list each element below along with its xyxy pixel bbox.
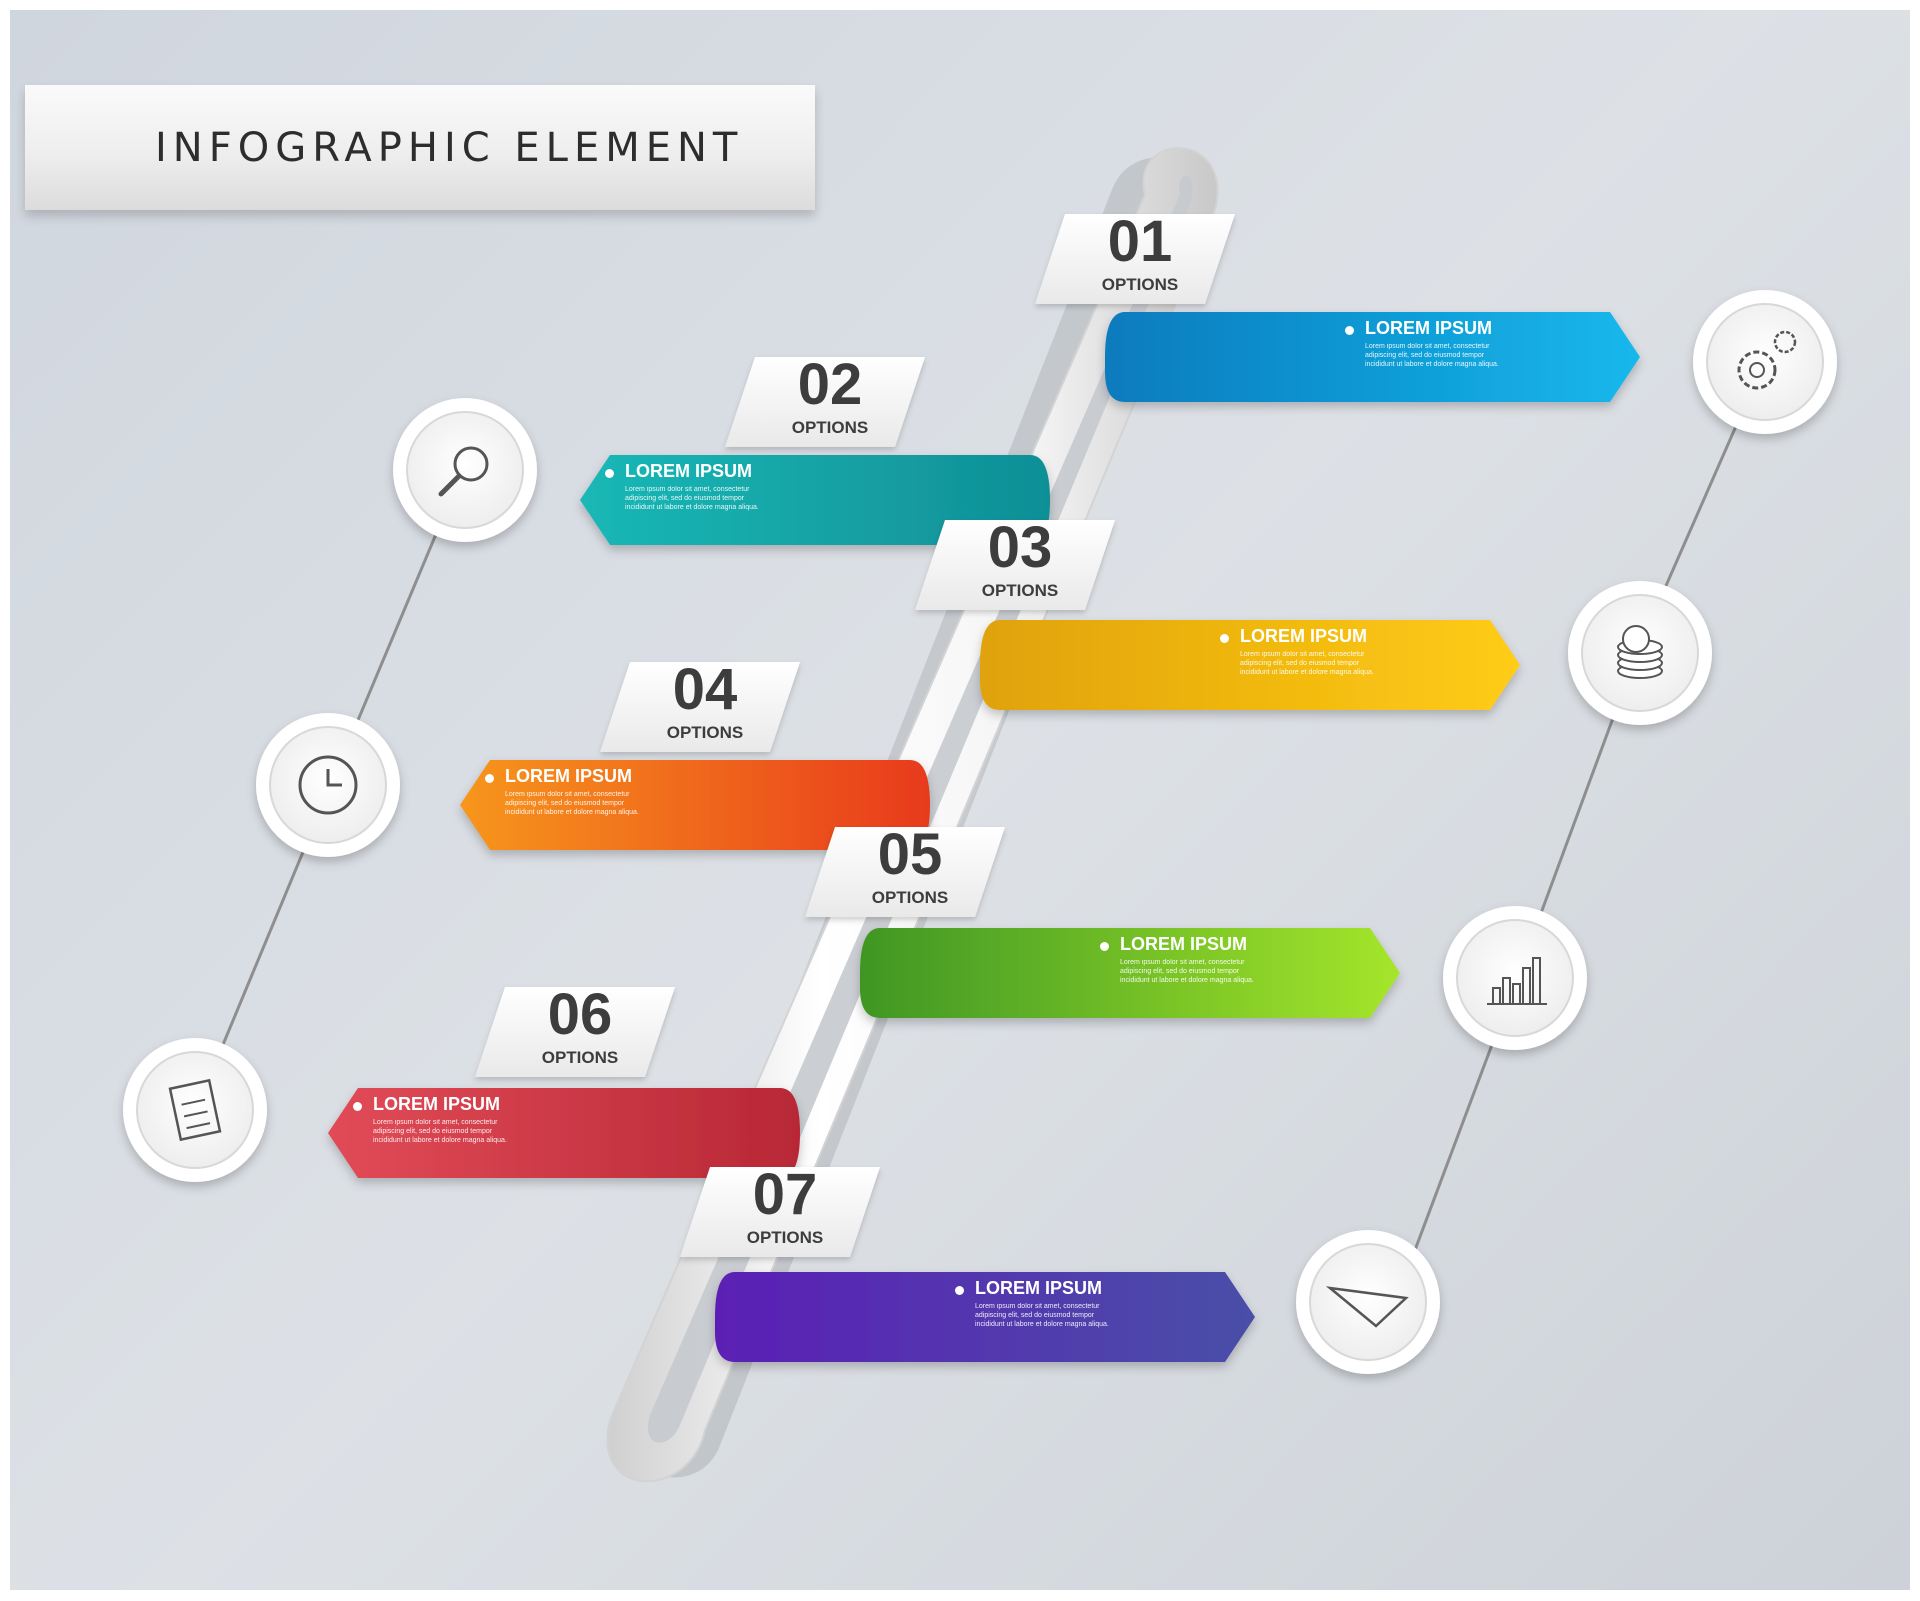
magnifier-icon	[393, 398, 537, 542]
bullet-dot	[485, 774, 494, 783]
step-bar-07	[715, 1272, 1255, 1362]
step-body-text: Lorem ipsum dolor sit amet, consectetur …	[625, 486, 759, 511]
step-05	[805, 827, 1400, 1018]
step-number: 05	[877, 822, 943, 887]
step-body-text: Lorem ipsum dolor sit amet, consectetur …	[1120, 959, 1254, 984]
page-title: INFOGRAPHIC ELEMENT	[155, 124, 744, 171]
step-tag-07	[680, 1167, 880, 1257]
step-bar-01	[1105, 312, 1640, 402]
step-06	[328, 987, 800, 1178]
step-tag-05	[805, 827, 1005, 917]
step-bar-05	[860, 928, 1400, 1018]
step-02	[580, 357, 1050, 545]
step-tag-04	[600, 662, 800, 752]
step-07	[680, 1167, 1255, 1362]
right-connector-line	[1398, 359, 1767, 1291]
step-heading: LOREM IPSUM	[1120, 934, 1248, 954]
clock-icon	[256, 713, 400, 857]
step-number: 01	[1107, 209, 1173, 274]
step-heading: LOREM IPSUM	[1365, 318, 1493, 338]
step-bar-03	[980, 620, 1520, 710]
bullet-dot	[1345, 326, 1354, 335]
step-heading: LOREM IPSUM	[505, 766, 633, 786]
gears-icon	[1693, 290, 1837, 434]
step-number: 02	[797, 352, 863, 417]
step-heading: LOREM IPSUM	[373, 1094, 501, 1114]
bullet-dot	[1220, 634, 1229, 643]
step-03	[915, 520, 1520, 710]
step-04	[460, 662, 930, 850]
clipboard-icon	[123, 1038, 267, 1182]
step-heading: LOREM IPSUM	[1240, 626, 1368, 646]
step-tag-02	[725, 357, 925, 447]
paper-plane-icon	[1296, 1230, 1440, 1374]
step-options-label: OPTIONS	[746, 1228, 824, 1247]
step-body-text: Lorem ipsum dolor sit amet, consectetur …	[1240, 651, 1374, 676]
bullet-dot	[353, 1102, 362, 1111]
step-heading: LOREM IPSUM	[975, 1278, 1103, 1298]
step-heading: LOREM IPSUM	[625, 461, 753, 481]
step-tag-06	[475, 987, 675, 1077]
step-options-label: OPTIONS	[791, 418, 869, 437]
step-body-text: Lorem ipsum dolor sit amet, consectetur …	[505, 791, 639, 816]
step-options-label: OPTIONS	[666, 723, 744, 742]
step-number: 04	[672, 657, 738, 722]
step-bar-02	[580, 455, 1050, 545]
infographic-diagram	[123, 147, 1837, 1483]
step-bar-04	[460, 760, 930, 850]
step-options-label: OPTIONS	[541, 1048, 619, 1067]
title-banner: INFOGRAPHIC ELEMENT	[25, 85, 815, 210]
bullet-dot	[1100, 942, 1109, 951]
infographic-canvas: INFOGRAPHIC ELEMENT	[10, 10, 1910, 1590]
step-body-text: Lorem ipsum dolor sit amet, consectetur …	[1365, 343, 1499, 368]
step-tag-03	[915, 520, 1115, 610]
step-number: 06	[547, 982, 613, 1047]
step-options-label: OPTIONS	[1101, 275, 1179, 294]
step-number: 07	[752, 1162, 818, 1227]
step-body-text: Lorem ipsum dolor sit amet, consectetur …	[975, 1303, 1109, 1328]
step-01	[1035, 214, 1640, 402]
step-body-text: Lorem ipsum dolor sit amet, consectetur …	[373, 1119, 507, 1144]
step-tag-01	[1035, 214, 1235, 304]
bullet-dot	[955, 1286, 964, 1295]
step-bar-06	[328, 1088, 800, 1178]
coins-icon	[1568, 581, 1712, 725]
step-number: 03	[987, 515, 1053, 580]
bar-chart-icon	[1443, 906, 1587, 1050]
step-options-label: OPTIONS	[871, 888, 949, 907]
step-options-label: OPTIONS	[981, 581, 1059, 600]
bullet-dot	[605, 469, 614, 478]
